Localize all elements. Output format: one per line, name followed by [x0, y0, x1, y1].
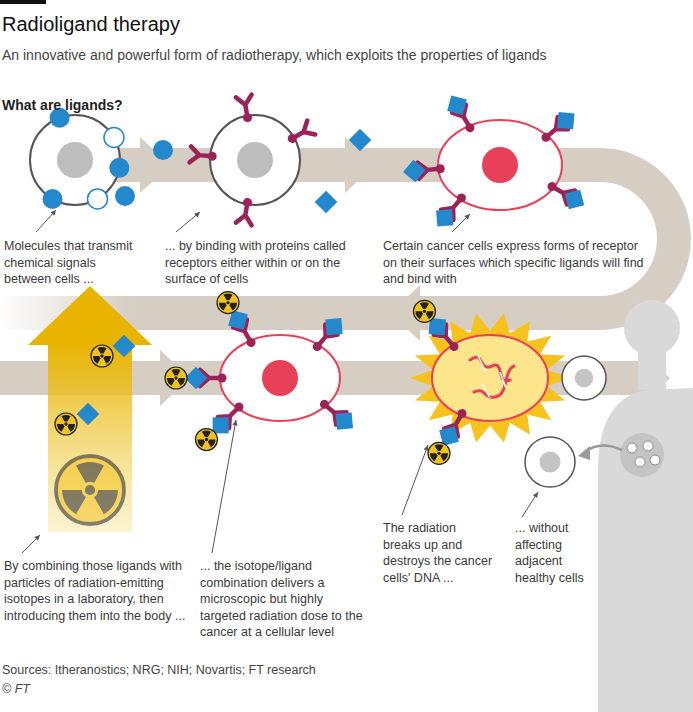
receptor [236, 95, 256, 124]
radiation-symbol [165, 367, 187, 389]
ligand [336, 412, 353, 429]
ligand [349, 129, 372, 152]
annotation: Molecules that transmit chemical signals… [4, 238, 146, 288]
ligand [557, 112, 574, 129]
ligand [77, 403, 100, 426]
ligand [113, 335, 136, 358]
title-bar [0, 0, 46, 4]
healthy-cell [525, 437, 575, 487]
annotation: ... the isotope/ligand combination deliv… [200, 558, 365, 641]
radiation-symbol [55, 413, 77, 435]
ligand [447, 95, 467, 115]
receptor [284, 121, 315, 148]
receptor [190, 146, 218, 164]
annotation: The radiation breaks up and destroys the… [383, 520, 493, 586]
copyright: © FT [2, 681, 102, 698]
ligand [104, 128, 124, 148]
radiation-symbol [91, 345, 113, 367]
subtitle: An innovative and powerful form of radio… [2, 46, 682, 64]
radiation-symbol [56, 456, 124, 524]
radiation-symbol [195, 429, 217, 451]
healthy-cell [562, 356, 606, 400]
ligand [325, 318, 342, 335]
title: Radioligand therapy [2, 12, 180, 36]
radiation-symbol [428, 442, 450, 464]
ligand [185, 367, 208, 390]
annotation: Certain cancer cells express forms of re… [383, 238, 648, 288]
annotation: By combining those ligands with particle… [4, 558, 186, 624]
radiation-symbol [413, 300, 435, 322]
ligand [213, 417, 229, 433]
isotope-arrow [28, 286, 152, 532]
cell [190, 95, 372, 226]
ligand [436, 209, 453, 226]
cancer-cell [403, 95, 584, 226]
radioligand [55, 335, 135, 435]
annotation: ... without affecting adjacent healthy c… [515, 520, 591, 586]
ligand [403, 160, 426, 183]
receptor [236, 197, 256, 226]
radiation-symbol [217, 292, 239, 314]
ligand [43, 189, 63, 209]
source-note: Sources: Itheranostics; NRG; NIH; Novart… [2, 662, 602, 679]
cell [30, 108, 173, 209]
annotation: ... by binding with proteins called rece… [165, 238, 360, 288]
heading: What are ligands? [2, 96, 302, 114]
ligand [315, 191, 338, 214]
cancer-cell [165, 292, 353, 451]
ligand [565, 190, 585, 210]
ligand [109, 158, 129, 178]
ligand [88, 189, 108, 209]
